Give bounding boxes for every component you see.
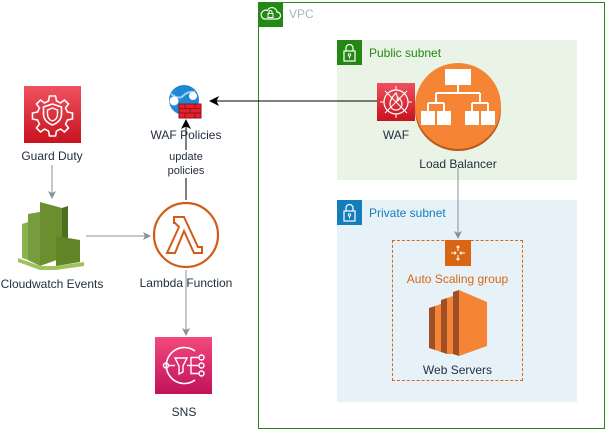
update-policies-text: update policies <box>167 151 205 177</box>
lock-icon <box>337 200 362 225</box>
sns-label: SNS <box>171 405 197 419</box>
lambda-label: Lambda Function <box>139 276 233 290</box>
auto-scaling-icon[interactable] <box>445 240 471 266</box>
vpc-label: VPC <box>289 7 314 21</box>
lock-icon <box>337 40 362 65</box>
private-subnet-label: Private subnet <box>369 206 446 220</box>
load-balancer-label: Load Balancer <box>419 157 497 171</box>
web-servers-label: Web Servers <box>422 363 493 377</box>
load-balancer-icon[interactable] <box>414 62 502 152</box>
waf-label: WAF <box>382 128 410 142</box>
waf-policies-icon[interactable] <box>165 84 207 122</box>
ec2-icon[interactable] <box>429 288 487 356</box>
vpc-group <box>258 2 605 429</box>
waf-icon[interactable] <box>377 83 415 121</box>
cloud-lock-icon <box>258 2 283 27</box>
guardduty-label: Guard Duty <box>21 149 83 163</box>
lambda-icon[interactable] <box>152 201 220 269</box>
cloudwatch-label: Cloudwatch Events <box>0 277 104 291</box>
update-policies-edge-label: update policies <box>156 150 216 178</box>
guardduty-icon[interactable] <box>24 86 81 143</box>
auto-scaling-label: Auto Scaling group <box>406 272 509 286</box>
cloudwatch-icon[interactable] <box>16 200 86 270</box>
public-subnet-label: Public subnet <box>369 46 442 60</box>
sns-icon[interactable] <box>155 337 212 394</box>
waf-policies-label: WAF Policies <box>150 128 222 142</box>
